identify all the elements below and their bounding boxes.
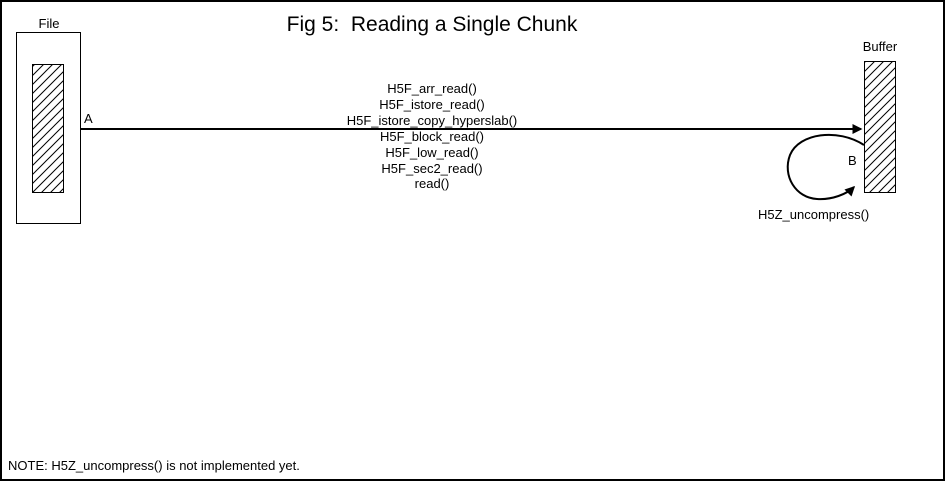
- file-label: File: [39, 16, 60, 31]
- file-node: File: [16, 16, 81, 224]
- loop-b-arrow: [786, 133, 865, 201]
- call-stack-item: H5F_low_read(): [385, 145, 478, 160]
- call-stack-item: H5F_istore_read(): [379, 97, 485, 112]
- read-path-arrow: A: [81, 111, 863, 134]
- call-stack-item: H5F_istore_copy_hyperslab(): [347, 113, 518, 128]
- buffer-hatched-rect: [864, 61, 896, 193]
- call-stack: H5F_arr_read() H5F_istore_read() H5F_ist…: [347, 81, 518, 191]
- buffer-node: Buffer: [863, 39, 898, 193]
- arrow-a-label: A: [84, 111, 93, 126]
- file-chunk-hatched-rect: [32, 64, 64, 193]
- footnote: NOTE: H5Z_uncompress() is not implemente…: [8, 458, 300, 473]
- call-stack-item: H5F_sec2_read(): [381, 161, 482, 176]
- call-stack-item: H5F_block_read(): [380, 129, 484, 144]
- figure-title: Fig 5: Reading a Single Chunk: [287, 13, 578, 36]
- buffer-label: Buffer: [863, 39, 898, 54]
- file-box: [16, 32, 81, 224]
- loop-b-caption: H5Z_uncompress(): [758, 207, 869, 222]
- loop-b-label: B: [848, 153, 857, 168]
- uncompress-loop: B H5Z_uncompress(): [758, 133, 869, 222]
- call-stack-item: H5F_arr_read(): [387, 81, 477, 96]
- call-stack-item: read(): [415, 176, 450, 191]
